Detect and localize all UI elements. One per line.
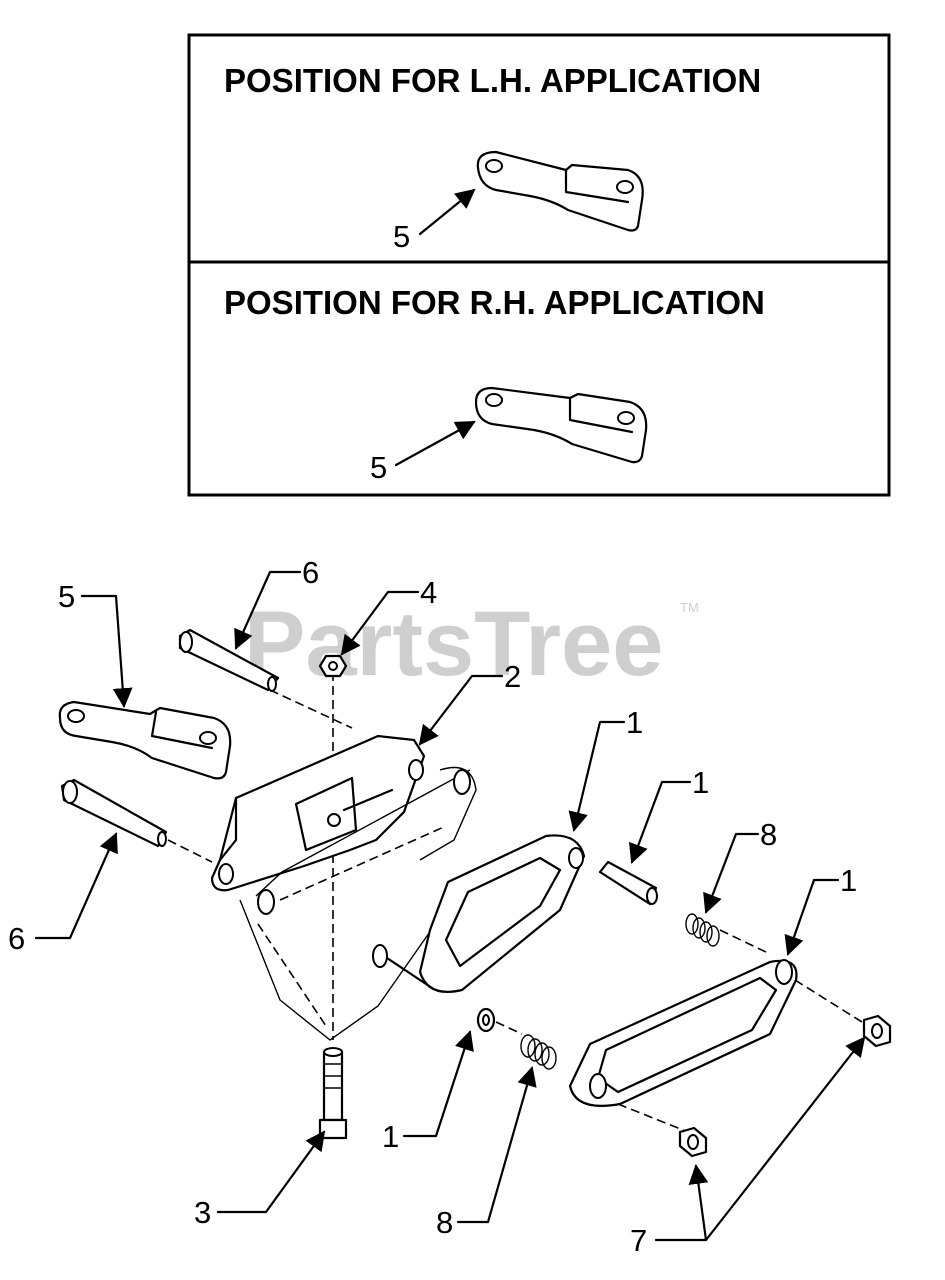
- leader-8-bottom: [456, 1066, 537, 1224]
- callout-6-top: 6: [302, 555, 319, 590]
- lh-callout-5-leader: [418, 188, 476, 236]
- lh-application-title: POSITION FOR L.H. APPLICATION: [224, 62, 761, 99]
- callout-7: 7: [630, 1223, 647, 1258]
- bracket-part-2: [210, 734, 477, 1041]
- inset-frame: [187, 33, 891, 497]
- leader-6-top: [234, 570, 302, 650]
- pin-6-top-centerline: [269, 689, 353, 729]
- nut-part-4: [318, 654, 348, 678]
- callout-leaders: [34, 570, 866, 1242]
- lh-lever-part-5: [476, 150, 644, 232]
- leader-1-a: [568, 720, 626, 832]
- trademark-mark: TM: [680, 600, 699, 615]
- leader-4: [340, 590, 420, 656]
- bushing-part-1: [598, 860, 658, 906]
- callout-1-bottom: 1: [382, 1119, 399, 1154]
- callout-2: 2: [504, 659, 521, 694]
- leader-5: [80, 594, 133, 708]
- application-inset-box: [187, 33, 891, 497]
- spring-part-8-right: [685, 913, 720, 947]
- callout-3: 3: [194, 1195, 211, 1230]
- spring-8-right-centerline: [719, 929, 771, 955]
- leader-1-b: [628, 780, 692, 864]
- rh-callout-5-leader: [394, 420, 476, 467]
- nut-part-7-right: [862, 1014, 892, 1048]
- exploded-assembly: [58, 628, 892, 1158]
- callout-4: 4: [420, 575, 437, 610]
- callout-5: 5: [58, 579, 75, 614]
- callout-1-b: 1: [692, 765, 709, 800]
- stud-part-3: [318, 1047, 348, 1140]
- leader-3: [216, 1130, 326, 1214]
- nut-7-right-centerline: [794, 979, 863, 1023]
- pin-part-6-left: [60, 778, 168, 848]
- lever-part-5: [58, 700, 232, 780]
- rh-application-title: POSITION FOR R.H. APPLICATION: [224, 284, 765, 321]
- spring-8-bottom-centerline: [495, 1021, 523, 1035]
- nut-part-7-bottom: [678, 1126, 708, 1158]
- partstree-watermark: PartsTree: [244, 593, 663, 695]
- leader-1-bottom: [402, 1030, 474, 1138]
- callout-1-a: 1: [626, 705, 643, 740]
- link-part-1-right: [568, 959, 798, 1107]
- callout-1-c: 1: [840, 863, 857, 898]
- leader-8-right: [703, 832, 760, 914]
- leader-7-a: [654, 1164, 709, 1242]
- callout-8-bottom: 8: [436, 1205, 453, 1240]
- spring-part-8-bottom: [520, 1034, 557, 1070]
- rh-application-panel: POSITION FOR R.H. APPLICATION 5: [224, 284, 765, 485]
- lh-application-panel: POSITION FOR L.H. APPLICATION 5: [224, 62, 761, 254]
- pin-6-left-centerline: [167, 839, 213, 863]
- rh-lever-part-5: [474, 386, 648, 464]
- nut-7-bottom-centerline: [617, 1103, 689, 1133]
- leader-7-b: [704, 1036, 866, 1242]
- link-part-1-middle: [372, 834, 586, 993]
- callout-6-left: 6: [8, 921, 25, 956]
- callout-8-right: 8: [760, 817, 777, 852]
- leader-2: [418, 674, 504, 746]
- pin-part-6-top: [178, 628, 280, 692]
- washer-part-1-bottom: [476, 1007, 496, 1033]
- rh-callout-5: 5: [370, 450, 387, 485]
- leader-1-c: [784, 878, 840, 956]
- lh-callout-5: 5: [393, 219, 410, 254]
- leader-6-left: [34, 832, 118, 940]
- callout-numbers: 5 6 4 2 1 1 8 1 6 1 8 3 7: [8, 555, 857, 1258]
